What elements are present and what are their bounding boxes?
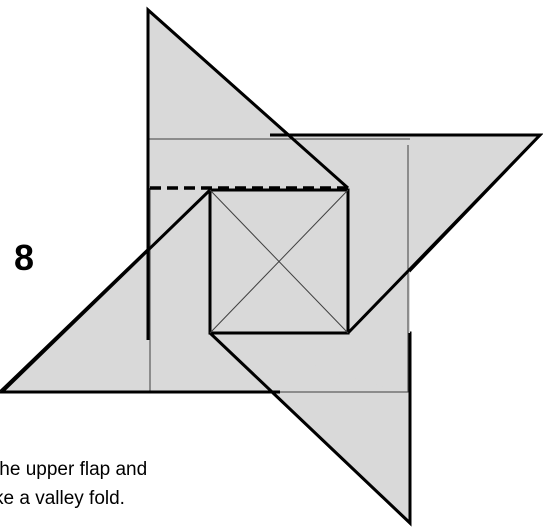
outline-top-arm [146,6,349,340]
right-flap-outline [270,135,540,335]
instruction-caption: the upper flap and ke a valley fold. [0,455,284,513]
outline-right-arm [270,133,543,335]
outline-left-arm [0,188,280,394]
caption-line-1: the upper flap and [0,459,148,480]
left-flap-outline [0,190,400,392]
center-diagonal-2 [209,189,349,334]
caption-line-2: ke a valley fold. [0,488,125,509]
step-number: 8 [14,237,35,278]
outline-bottom-arm [208,331,412,527]
